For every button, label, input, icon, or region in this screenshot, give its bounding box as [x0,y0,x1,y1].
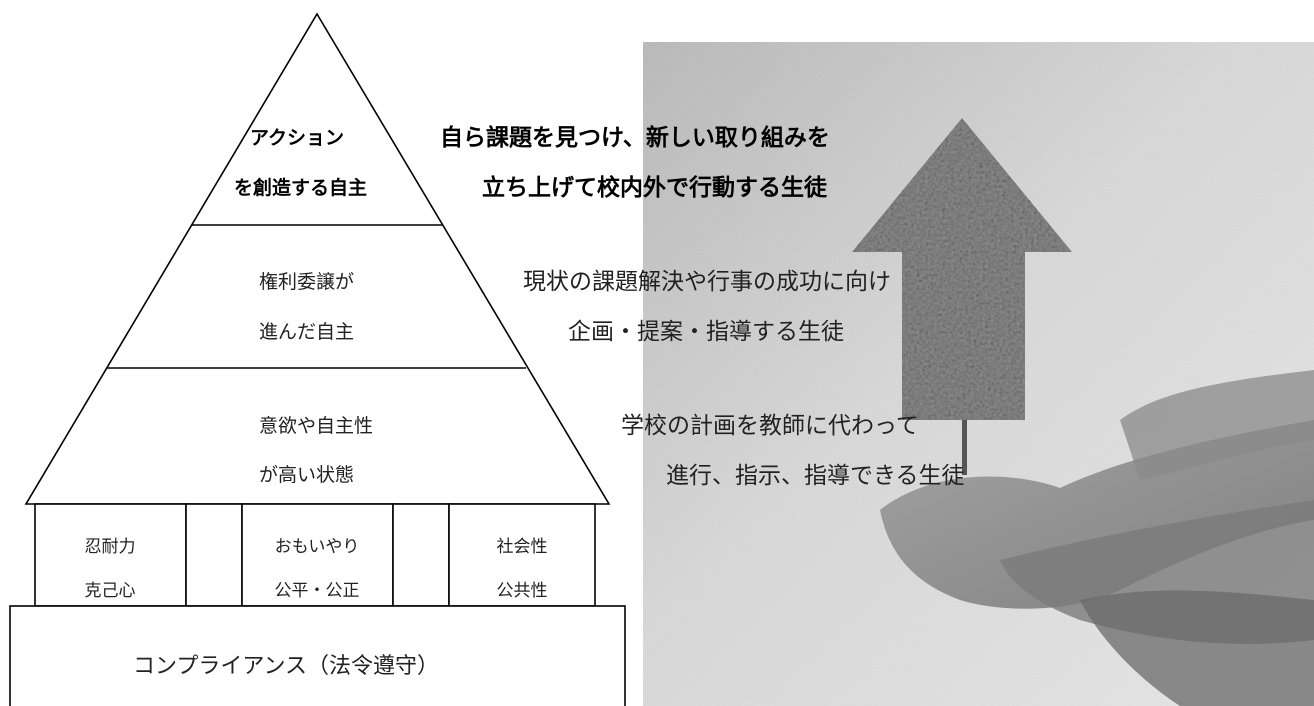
pillar-2 [241,503,394,607]
pillar-1 [34,503,187,607]
description-2-line-2: 企画・提案・指導する生徒 [568,319,844,345]
pillar-3-line-1: 社会性 [496,537,548,557]
pillar-gap-2 [392,503,450,607]
pillar-2-line-2: 公平・公正 [274,581,360,601]
tier-1-line-1: アクション [250,127,345,149]
description-3-line-2: 進行、指示、指導できる生徒 [666,463,965,489]
pillar-1-line-2: 克己心 [84,581,136,601]
tier-2-line-2: 進んだ自主 [259,321,355,343]
description-2-line-1: 現状の課題解決や行事の成功に向け [523,269,891,295]
pillar-3-line-2: 公共性 [496,581,548,601]
tier-2-line-1: 権利委譲が [259,271,355,293]
pillar-1-line-1: 忍耐力 [84,537,136,557]
description-1-line-1: 自ら課題を見つけ、新しい取り組みを [440,125,830,151]
description-1-line-2: 立ち上げて校内外で行動する生徒 [482,175,827,201]
tier-3-line-1: 意欲や自主性 [259,415,374,437]
description-3-line-1: 学校の計画を教師に代わって [621,413,919,439]
tier-3-line-2: が高い状態 [259,464,355,486]
pillar-gap-1 [185,503,243,607]
pillar-3 [448,503,596,607]
pillar-2-line-1: おもいやり [274,537,360,557]
tier-1-line-2: を創造する自主 [234,177,368,199]
foundation-box [9,605,626,706]
foundation-label: コンプライアンス（法令遵守） [133,654,440,679]
